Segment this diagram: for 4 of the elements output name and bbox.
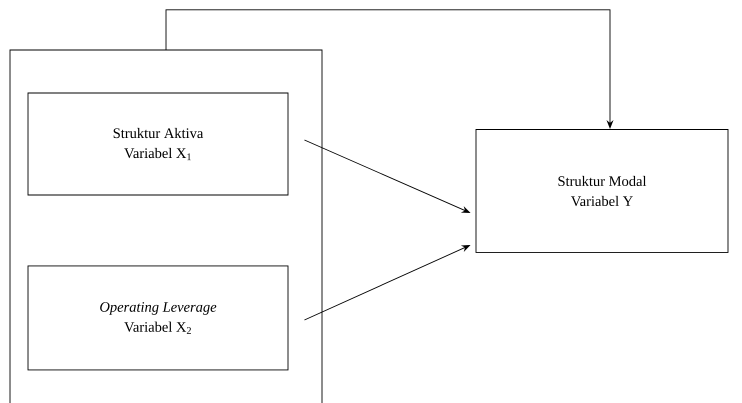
outer-box <box>10 50 322 403</box>
process-box: Operating Leverage Variabel X$_{2}$ <box>28 266 288 370</box>
process-box: Struktur Modal Variabel Y <box>476 129 728 253</box>
process-box: Struktur Aktiva Variabel X$_{1}$ <box>28 92 288 196</box>
